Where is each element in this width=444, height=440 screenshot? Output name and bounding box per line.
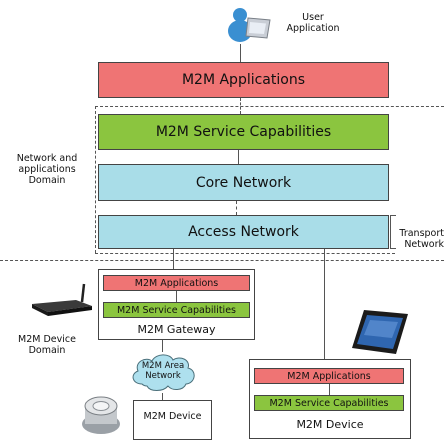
network-domain-top-border: [95, 106, 444, 107]
connector-user-to-apps: [240, 44, 241, 62]
connector-access-to-device: [324, 249, 325, 359]
transport-network-bracket: [390, 215, 396, 249]
connector-sc-to-core: [238, 150, 239, 164]
device-applications-box: M2M Applications: [254, 368, 404, 384]
transport-network-label: Transport Network: [399, 228, 444, 250]
router-icon: [28, 280, 94, 320]
m2m-area-network-label: M2M Area Network: [141, 361, 185, 381]
m2m-device-domain-label: M2M Device Domain: [18, 334, 76, 356]
m2m-applications-layer: M2M Applications: [98, 62, 389, 98]
connector-core-to-access: [236, 201, 237, 215]
connector-area-network-to-device: [162, 393, 163, 400]
sensor-icon: [80, 392, 122, 436]
connector-gateway-to-area-network: [162, 340, 163, 352]
connector-apps-to-sc: [240, 98, 241, 114]
m2m-area-network-cloud: [128, 350, 198, 394]
network-applications-domain-label: Network and applications Domain: [16, 153, 78, 186]
transport-network-bottom-border: [95, 253, 395, 254]
gateway-applications-box: M2M Applications: [103, 275, 250, 291]
access-network-layer: Access Network: [98, 215, 389, 249]
m2m-applications-label: M2M Applications: [181, 72, 306, 88]
m2m-service-capabilities-label: M2M Service Capabilities: [155, 124, 332, 140]
gateway-applications-label: M2M Applications: [134, 277, 219, 289]
access-network-label: Access Network: [188, 224, 299, 240]
user-application-icon: [226, 6, 272, 44]
device-service-capabilities-label: M2M Service Capabilities: [269, 397, 389, 409]
gateway-service-capabilities-box: M2M Service Capabilities: [103, 302, 250, 318]
gateway-title: M2M Gateway: [137, 323, 216, 336]
device-domain-separator: [0, 260, 444, 261]
small-m2m-device-title: M2M Device: [143, 411, 202, 422]
core-network-label: Core Network: [195, 174, 292, 191]
gateway-apps-to-sc-connector: [176, 291, 177, 302]
gateway-service-capabilities-label: M2M Service Capabilities: [116, 304, 236, 316]
m2m-service-capabilities-layer: M2M Service Capabilities: [98, 114, 389, 150]
device-applications-label: M2M Applications: [287, 370, 371, 382]
device-title: M2M Device: [296, 418, 364, 431]
core-network-layer: Core Network: [98, 164, 389, 201]
network-domain-left-border: [95, 106, 96, 253]
device-service-capabilities-box: M2M Service Capabilities: [254, 395, 404, 411]
user-application-label: User Application: [286, 12, 340, 34]
connector-access-to-gateway: [173, 249, 174, 269]
device-apps-to-sc-connector: [329, 384, 330, 395]
m2m-gateway-box: [98, 269, 255, 340]
tablet-icon: [350, 308, 410, 356]
